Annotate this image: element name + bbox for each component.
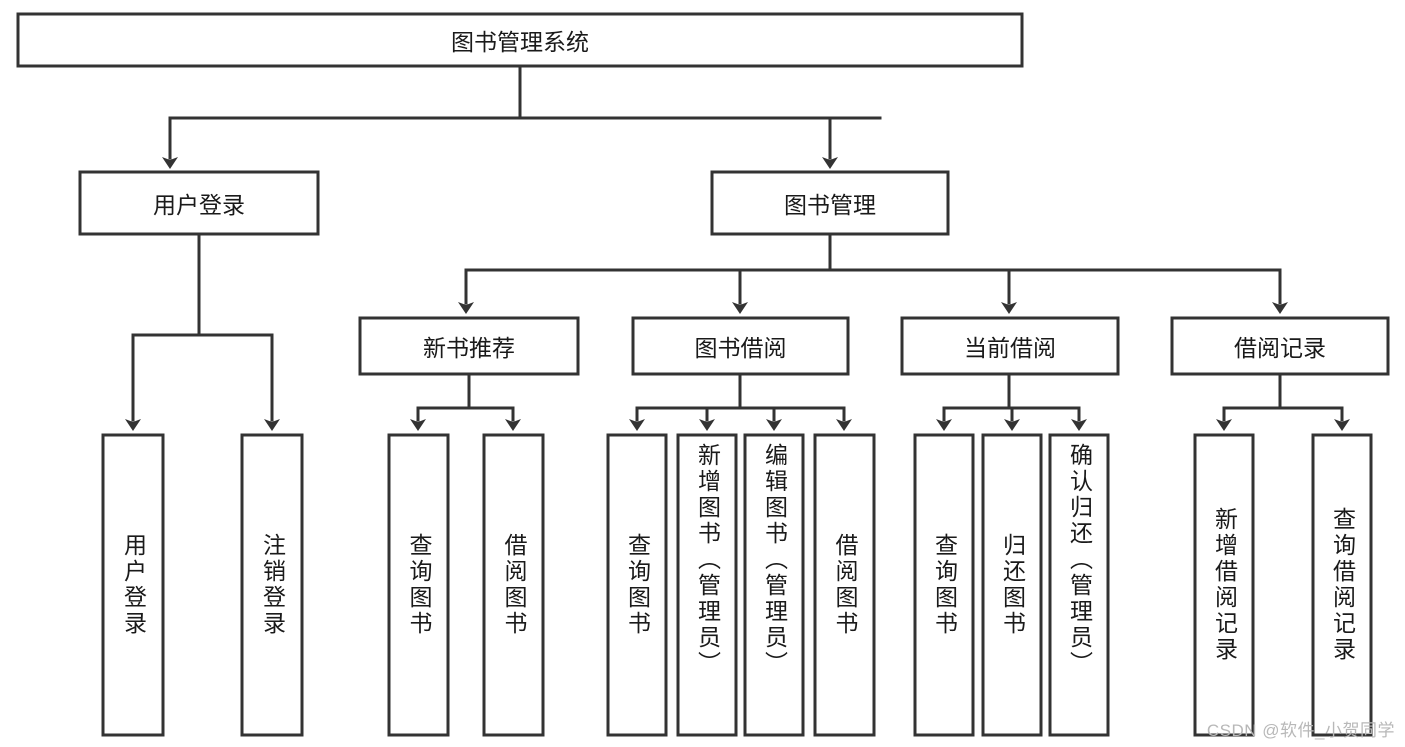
node-leaf-4[interactable]: [606, 433, 668, 737]
connector-login-to-leaves: [125, 232, 280, 431]
node-leaf-1[interactable]: [240, 433, 304, 737]
connector-current-to-leaves: [936, 372, 1087, 431]
node-leaf-7[interactable]: [813, 433, 876, 737]
node-level3-1[interactable]: [631, 316, 850, 376]
node-leaf-12[interactable]: [1311, 433, 1373, 737]
node-leaf-10[interactable]: [1048, 433, 1110, 737]
node-leaf-11[interactable]: [1193, 433, 1255, 737]
connector-borrow-to-leaves: [629, 372, 852, 431]
node-leaf-8[interactable]: [913, 433, 975, 737]
node-root[interactable]: [16, 12, 1024, 68]
node-leaf-0[interactable]: [101, 433, 165, 737]
node-leaf-3[interactable]: [482, 433, 545, 737]
node-leaf-5[interactable]: [676, 433, 738, 737]
csdn-watermark: CSDN @软件_小贺同学: [1206, 721, 1395, 740]
node-leaf-6[interactable]: [743, 433, 805, 737]
connector-records-to-leaves: [1216, 372, 1350, 431]
connector-root-to-level2: [162, 64, 882, 169]
node-leaf-2[interactable]: [387, 433, 450, 737]
node-level3-2[interactable]: [900, 316, 1120, 376]
connector-newbook-to-leaves: [410, 372, 521, 431]
connector-bookmgmt-to-level3: [458, 232, 1288, 314]
node-leaf-9[interactable]: [981, 433, 1043, 737]
node-level3-0[interactable]: [358, 316, 580, 376]
node-level3-3[interactable]: [1170, 316, 1390, 376]
node-level2-0[interactable]: [78, 170, 320, 236]
node-level2-1[interactable]: [710, 170, 950, 236]
